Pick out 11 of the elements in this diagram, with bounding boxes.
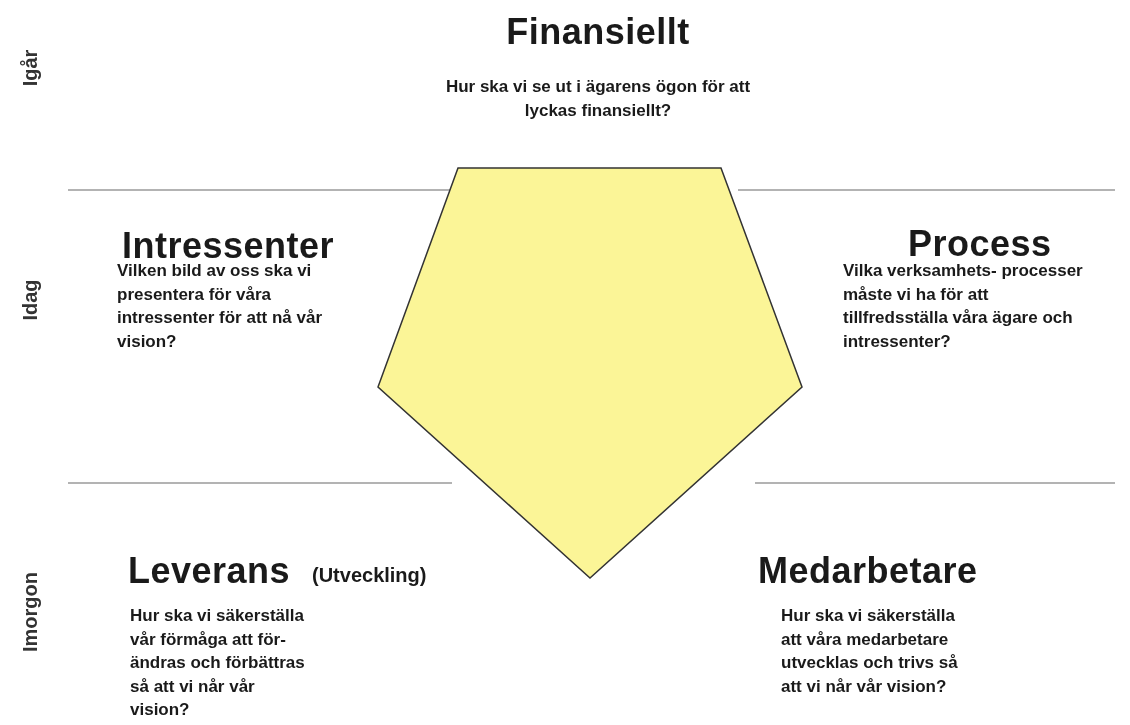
perspective-heading: Finansiellt (505, 12, 691, 52)
heading-note: (Utveckling) (312, 564, 427, 587)
perspective-question: Hur ska vi säkerställa att våra medarbetare utvecklas och trivs så att vi når vår vision? (781, 605, 959, 698)
row-label: Imorgon (18, 572, 42, 652)
perspective-question: Hur ska vi säkerställa vår förmåga att för- ändras och förbättras så att vi når vår vision? (130, 605, 306, 721)
row-label: Idag (18, 279, 42, 321)
perspective-question: Hur ska vi se ut i ägarens ögon för att lyckas finansiellt? (444, 76, 752, 122)
perspective-question: Vilken bild av oss ska vi presentera för våra intressenter för att nå vår vision? (117, 260, 323, 353)
perspective-heading: Leverans (128, 551, 291, 591)
perspective-heading: Medarbetare (758, 551, 978, 591)
row-label: Igår (18, 49, 42, 87)
